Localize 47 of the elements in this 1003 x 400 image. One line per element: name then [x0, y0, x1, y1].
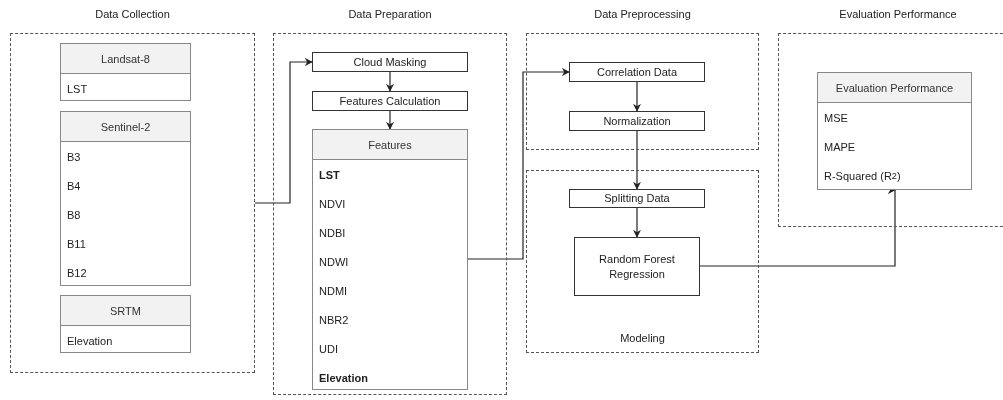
- arrow: [633, 81, 641, 112]
- group-label: Modeling: [619, 332, 666, 344]
- table-header: SRTM: [61, 296, 190, 326]
- table-row-text: LST: [66, 81, 89, 97]
- table-row-text: UDI: [318, 341, 339, 357]
- table-row-text: NDMI: [318, 283, 349, 299]
- table-row-text: B4: [66, 178, 82, 194]
- process-box: Random Forest Regression: [574, 237, 700, 296]
- table-row-text: NDWI: [318, 254, 350, 270]
- process-box: Features Calculation: [312, 91, 468, 111]
- data-table: [312, 129, 468, 390]
- arrow: [699, 189, 899, 267]
- arrow: [633, 130, 641, 190]
- table-row-text: MSE: [823, 110, 849, 126]
- process-box: Cloud Masking: [312, 52, 468, 72]
- table-row-text: Elevation: [66, 333, 114, 349]
- table-row-text: NDVI: [318, 196, 347, 212]
- process-box: Splitting Data: [569, 189, 705, 208]
- arrow: [633, 207, 641, 238]
- group-heading: Data Preparation: [347, 8, 433, 20]
- process-box: Normalization: [569, 111, 705, 131]
- table-row-text: B11: [66, 236, 87, 252]
- table-header: Features: [313, 130, 467, 160]
- table-row-text: B12: [66, 265, 88, 281]
- table-header: Evaluation Performance: [818, 73, 971, 103]
- data-table: [60, 111, 191, 286]
- data-table: [60, 295, 191, 353]
- dashed-group-frame: [526, 170, 759, 353]
- table-row-text: Elevation: [318, 370, 369, 386]
- table-row-text: NBR2: [318, 312, 350, 328]
- group-heading: Evaluation Performance: [838, 8, 958, 20]
- table-row-text: MAPE: [823, 139, 857, 155]
- group-heading: Data Preprocessing: [593, 8, 692, 20]
- arrow: [386, 110, 394, 130]
- table-header: Landsat-8: [61, 44, 190, 74]
- table-header: Sentinel-2: [61, 112, 190, 142]
- table-row-text: LST: [318, 167, 341, 183]
- process-box: Correlation Data: [569, 62, 705, 82]
- table-row-text: B8: [66, 207, 82, 223]
- table-row-text: NDBI: [318, 225, 347, 241]
- data-table: [60, 43, 191, 101]
- arrow: [467, 68, 570, 260]
- arrow: [254, 58, 313, 204]
- group-heading: Data Collection: [94, 8, 171, 20]
- table-row-text: B3: [66, 149, 82, 165]
- arrow: [386, 71, 394, 92]
- data-table: [817, 72, 972, 190]
